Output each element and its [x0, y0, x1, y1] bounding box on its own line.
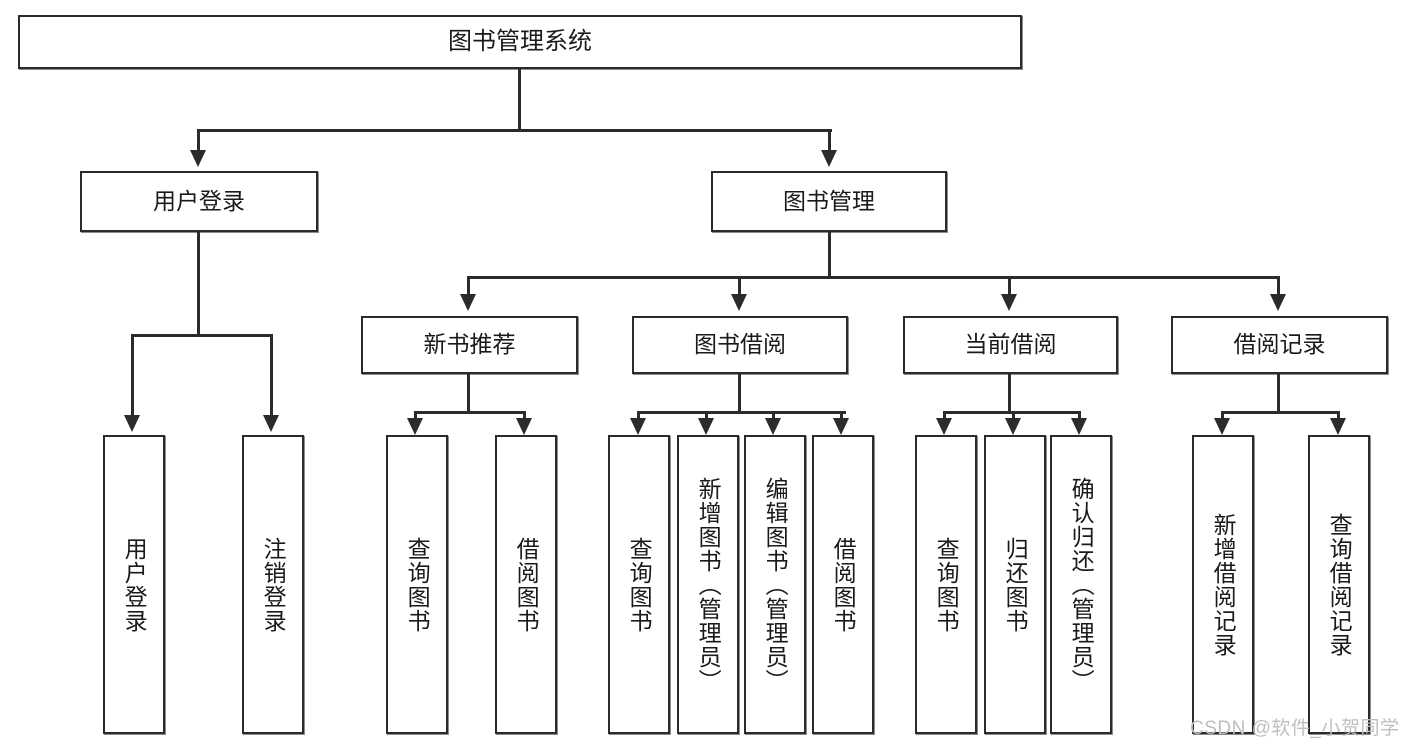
connector-new-book-bus	[414, 411, 526, 414]
arrow-cb-to-leaf-2	[1005, 418, 1021, 435]
connector-book-management-bus	[468, 276, 1280, 279]
node-label: 新增图书（管理员）	[695, 476, 722, 693]
connector-user-login-to-leaf-1	[131, 334, 134, 416]
connector-cb-to-leaf-2	[1012, 411, 1015, 422]
node-label: 借阅记录	[1233, 331, 1326, 358]
node-book-borrow[interactable]: 图书借阅	[632, 316, 848, 374]
arrow-br-to-leaf-2	[1330, 418, 1346, 435]
arrow-nb-to-leaf-2	[516, 418, 532, 435]
arrow-cb-to-leaf-1	[936, 418, 952, 435]
leaf-borrow-record-query-record[interactable]: 查询借阅记录	[1308, 435, 1370, 734]
connector-book-management-stem	[828, 232, 831, 278]
leaf-book-borrow-borrow-book[interactable]: 借阅图书	[812, 435, 874, 734]
connector-root-to-user-login	[197, 129, 200, 151]
connector-br-to-leaf-1	[1221, 411, 1224, 422]
arrow-bm-to-current-borrow	[1001, 294, 1017, 311]
arrow-user-login-to-leaf-2	[263, 415, 279, 432]
connector-new-book-stem	[467, 374, 470, 413]
leaf-new-book-query-book[interactable]: 查询图书	[386, 435, 448, 734]
connector-borrow-record-stem	[1277, 374, 1280, 413]
arrow-bb-to-leaf-3	[765, 418, 781, 435]
connector-bb-to-leaf-3	[772, 411, 775, 422]
node-label: 确认归还（管理员）	[1068, 476, 1095, 693]
leaf-new-book-borrow-book[interactable]: 借阅图书	[495, 435, 557, 734]
arrow-nb-to-leaf-1	[407, 418, 423, 435]
leaf-book-borrow-edit-book-admin[interactable]: 编辑图书（管理员）	[744, 435, 806, 734]
connector-br-to-leaf-2	[1337, 411, 1340, 422]
node-label: 用户登录	[153, 187, 245, 214]
connector-nb-to-leaf-1	[414, 411, 417, 422]
leaf-borrow-record-add-record[interactable]: 新增借阅记录	[1192, 435, 1254, 734]
node-label: 图书借阅	[694, 331, 786, 358]
connector-bm-to-book-borrow	[738, 276, 741, 296]
node-root-book-management-system[interactable]: 图书管理系统	[18, 15, 1022, 69]
connector-bm-to-current-borrow	[1008, 276, 1011, 296]
node-label: 用户登录	[121, 536, 148, 633]
node-label: 借阅图书	[830, 536, 857, 633]
node-label: 查询借阅记录	[1326, 512, 1353, 657]
connector-borrow-record-bus	[1221, 411, 1340, 414]
node-label: 新书推荐	[423, 331, 516, 358]
connector-cb-to-leaf-3	[1078, 411, 1081, 422]
arrow-cb-to-leaf-3	[1071, 418, 1087, 435]
node-label: 归还图书	[1002, 536, 1029, 633]
connector-bb-to-leaf-1	[637, 411, 640, 422]
arrow-user-login-to-leaf-1	[124, 415, 140, 432]
arrow-br-to-leaf-1	[1214, 418, 1230, 435]
arrow-bb-to-leaf-1	[630, 418, 646, 435]
connector-nb-to-leaf-2	[523, 411, 526, 422]
node-new-book-recommend[interactable]: 新书推荐	[361, 316, 578, 374]
leaf-book-borrow-query-book[interactable]: 查询图书	[608, 435, 670, 734]
connector-user-login-bus	[131, 334, 273, 337]
node-label: 借阅图书	[513, 536, 540, 633]
connector-bm-to-new-book	[467, 276, 470, 296]
node-label: 查询图书	[404, 536, 431, 633]
connector-current-borrow-bus	[943, 411, 1080, 414]
connector-user-login-stem	[197, 232, 200, 336]
connector-book-borrow-bus	[637, 411, 846, 414]
node-book-management[interactable]: 图书管理	[711, 171, 947, 232]
leaf-current-borrow-query-book[interactable]: 查询图书	[915, 435, 977, 734]
node-label: 当前借阅	[964, 331, 1057, 358]
arrow-root-to-user-login	[190, 150, 206, 167]
arrow-bm-to-new-book	[460, 294, 476, 311]
leaf-user-login-login[interactable]: 用户登录	[103, 435, 165, 734]
connector-current-borrow-stem	[1008, 374, 1011, 413]
leaf-current-borrow-confirm-return-admin[interactable]: 确认归还（管理员）	[1050, 435, 1112, 734]
connector-bb-to-leaf-4	[840, 411, 843, 422]
node-label: 查询图书	[626, 536, 653, 633]
connector-cb-to-leaf-1	[943, 411, 946, 422]
arrow-bb-to-leaf-2	[698, 418, 714, 435]
connector-root-to-book-management	[828, 129, 831, 151]
node-label: 编辑图书（管理员）	[762, 476, 789, 693]
arrow-bb-to-leaf-4	[833, 418, 849, 435]
leaf-user-login-logout[interactable]: 注销登录	[242, 435, 304, 734]
leaf-current-borrow-return-book[interactable]: 归还图书	[984, 435, 1046, 734]
connector-user-login-to-leaf-2	[270, 334, 273, 416]
arrow-bm-to-borrow-record	[1270, 294, 1286, 311]
connector-bm-to-borrow-record	[1277, 276, 1280, 296]
node-current-borrow[interactable]: 当前借阅	[903, 316, 1118, 374]
node-label: 注销登录	[260, 536, 287, 633]
arrow-root-to-book-management	[821, 150, 837, 167]
arrow-bm-to-book-borrow	[731, 294, 747, 311]
node-user-login[interactable]: 用户登录	[80, 171, 318, 232]
connector-book-borrow-stem	[738, 374, 741, 413]
node-label: 图书管理	[783, 187, 875, 214]
node-label: 图书管理系统	[448, 27, 592, 55]
node-label: 查询图书	[933, 536, 960, 633]
connector-root-bus	[198, 129, 832, 132]
connector-bb-to-leaf-2	[705, 411, 708, 422]
leaf-book-borrow-add-book-admin[interactable]: 新增图书（管理员）	[677, 435, 739, 734]
connector-root-stem	[518, 69, 521, 131]
node-label: 新增借阅记录	[1210, 512, 1237, 657]
node-borrow-record[interactable]: 借阅记录	[1171, 316, 1388, 374]
